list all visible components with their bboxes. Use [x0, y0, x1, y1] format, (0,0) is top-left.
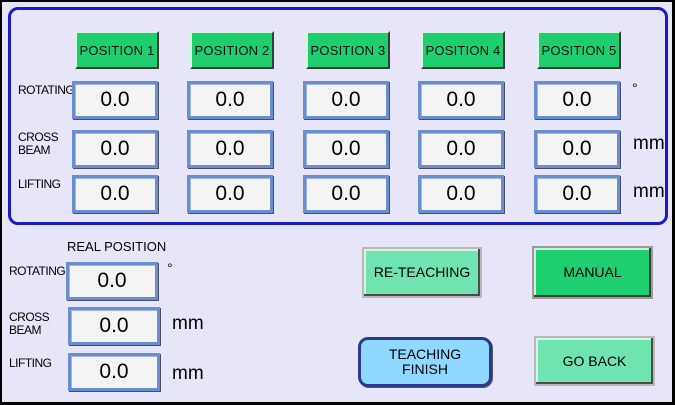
real-rotating-field: 0.0: [66, 262, 158, 300]
real-rotating-unit: °: [167, 260, 173, 276]
teaching-positions-panel: [8, 7, 668, 225]
row-label-cross-beam: CROSS BEAM: [18, 130, 59, 157]
real-lifting-unit: mm: [172, 363, 204, 384]
re-teaching-button[interactable]: RE-TEACHING: [362, 247, 482, 298]
teaching-finish-button[interactable]: TEACHING FINISH: [358, 337, 492, 387]
lifting-unit: mm: [633, 181, 665, 202]
cross-beam-position-2-field[interactable]: 0.0: [187, 130, 273, 168]
real-lifting-field: 0.0: [68, 353, 160, 391]
cross-beam-position-5-field[interactable]: 0.0: [534, 130, 620, 168]
row-label-rotating: ROTATING: [18, 83, 75, 97]
lifting-position-3-field[interactable]: 0.0: [303, 175, 389, 213]
real-cross-beam-field: 0.0: [68, 307, 160, 345]
cross-beam-unit: mm: [633, 133, 665, 154]
lifting-position-2-field[interactable]: 0.0: [187, 175, 273, 213]
position-1-button[interactable]: POSITION 1: [75, 31, 159, 69]
real-position-title: REAL POSITION: [67, 239, 167, 254]
rotating-position-4-field[interactable]: 0.0: [418, 81, 504, 119]
position-3-button[interactable]: POSITION 3: [306, 31, 390, 69]
rotating-position-2-field[interactable]: 0.0: [187, 81, 273, 119]
position-2-button[interactable]: POSITION 2: [190, 31, 274, 69]
lifting-position-4-field[interactable]: 0.0: [418, 175, 504, 213]
real-lifting-label: LIFTING: [9, 356, 52, 370]
lifting-position-5-field[interactable]: 0.0: [534, 175, 620, 213]
cross-beam-position-1-field[interactable]: 0.0: [72, 130, 158, 168]
rotating-position-5-field[interactable]: 0.0: [534, 81, 620, 119]
go-back-button[interactable]: GO BACK: [534, 336, 655, 386]
cross-beam-position-3-field[interactable]: 0.0: [303, 130, 389, 168]
real-cross-beam-label: CROSS BEAM: [9, 310, 50, 337]
position-4-button[interactable]: POSITION 4: [421, 31, 505, 69]
position-5-button[interactable]: POSITION 5: [537, 31, 621, 69]
manual-button[interactable]: MANUAL: [532, 246, 653, 299]
real-rotating-label: ROTATING: [9, 264, 66, 278]
row-label-lifting: LIFTING: [18, 177, 61, 191]
rotating-position-1-field[interactable]: 0.0: [72, 81, 158, 119]
cross-beam-position-4-field[interactable]: 0.0: [418, 130, 504, 168]
rotating-position-3-field[interactable]: 0.0: [303, 81, 389, 119]
real-cross-beam-unit: mm: [172, 313, 204, 334]
rotating-unit: °: [632, 80, 638, 96]
lifting-position-1-field[interactable]: 0.0: [72, 175, 158, 213]
